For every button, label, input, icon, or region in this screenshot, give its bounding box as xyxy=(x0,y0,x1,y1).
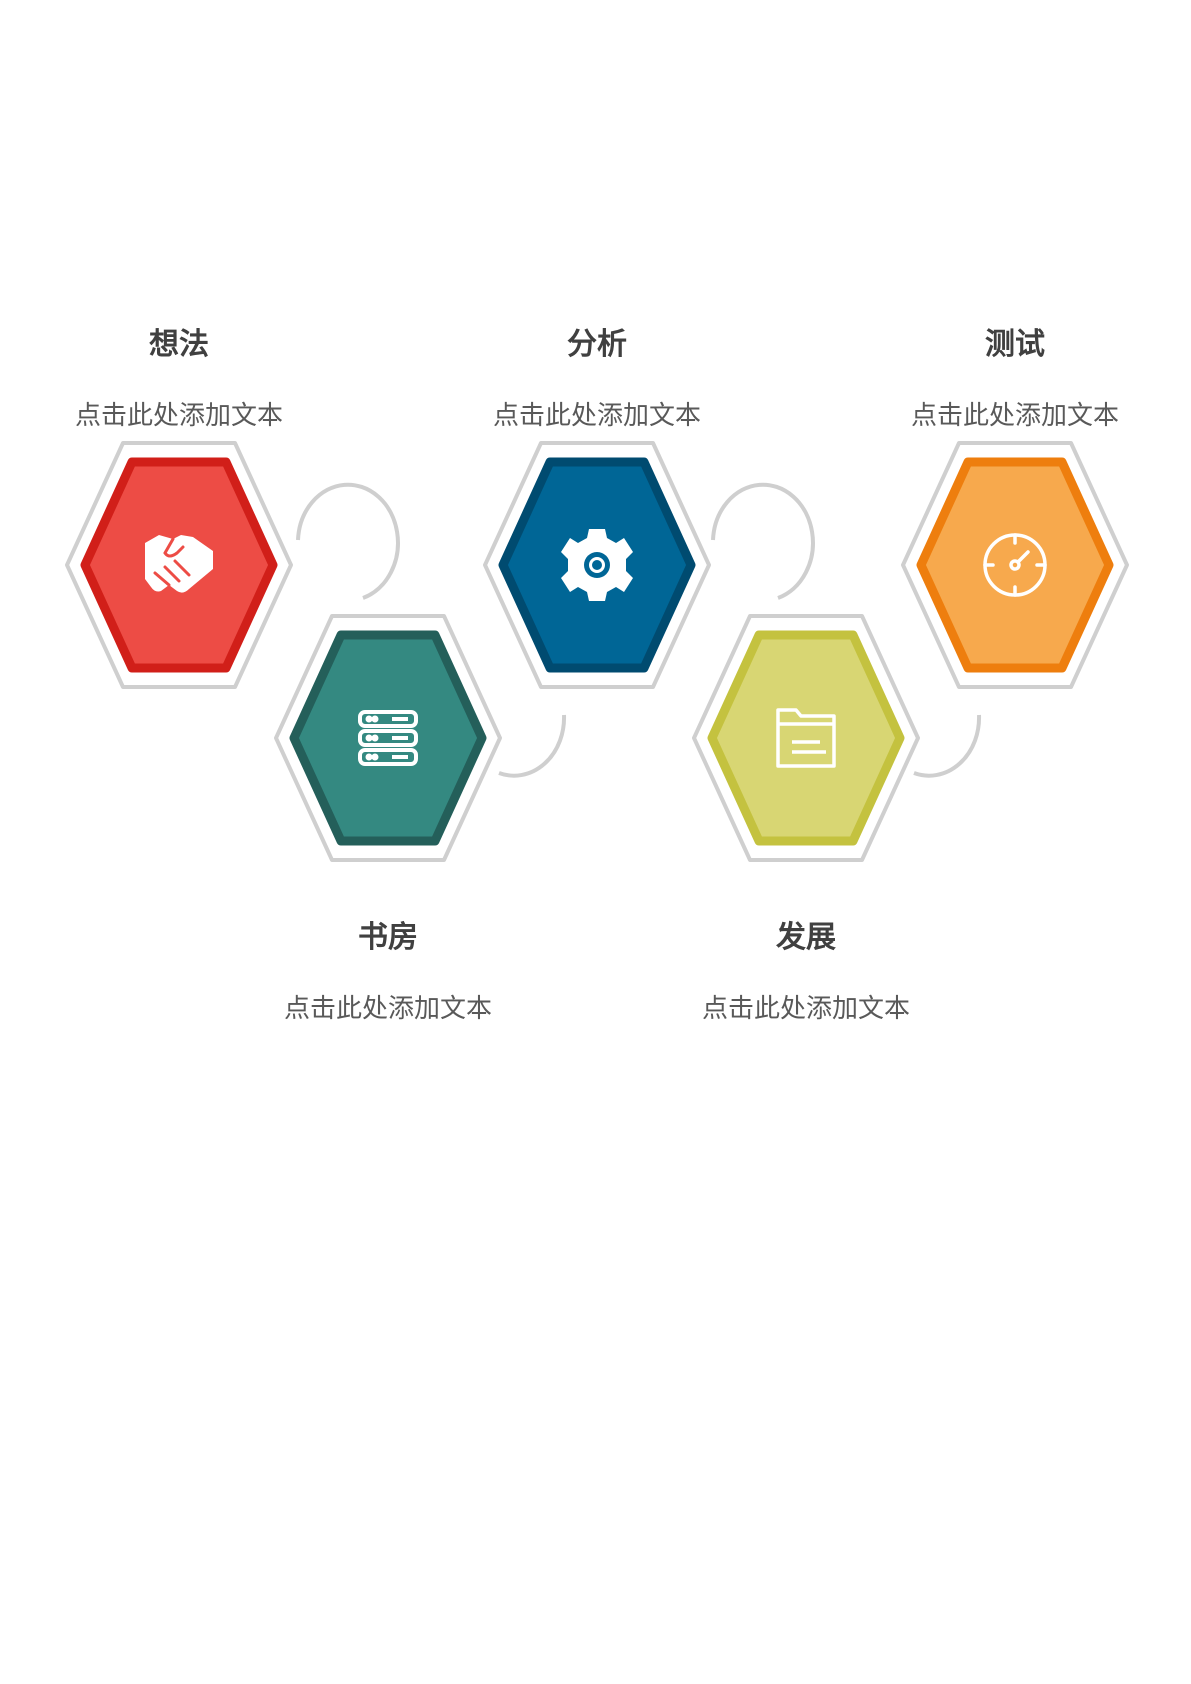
connectors xyxy=(296,482,982,778)
connector-develop-test xyxy=(913,714,982,778)
handshake-icon xyxy=(145,535,213,593)
step-desc-develop: 点击此处添加文本 xyxy=(701,994,910,1024)
hexagon-study xyxy=(274,614,502,862)
hexagon-idea xyxy=(65,441,293,689)
step-title-develop: 发展 xyxy=(776,920,836,955)
hexagon-analysis xyxy=(483,441,711,689)
server-icon xyxy=(358,710,418,766)
folder-icon xyxy=(776,708,836,768)
gauge-icon xyxy=(983,533,1047,597)
step-desc-idea: 点击此处添加文本 xyxy=(74,401,283,431)
hexagon-fill xyxy=(707,630,905,846)
connector-idea-study xyxy=(296,482,400,600)
step-desc-analysis: 点击此处添加文本 xyxy=(492,401,701,431)
hexagon-develop xyxy=(692,614,920,862)
step-title-analysis: 分析 xyxy=(567,327,627,362)
step-desc-study: 点击此处添加文本 xyxy=(283,994,492,1024)
connector-analysis-develop xyxy=(711,482,815,600)
step-desc-test: 点击此处添加文本 xyxy=(910,401,1119,431)
hexagon-test xyxy=(901,441,1129,689)
step-title-study: 书房 xyxy=(358,920,418,955)
gear-icon xyxy=(561,529,633,601)
connector-study-analysis xyxy=(498,714,567,778)
hexagon-fill xyxy=(289,630,487,846)
step-title-test: 测试 xyxy=(985,327,1045,362)
hexagon-fill xyxy=(916,457,1114,673)
step-title-idea: 想法 xyxy=(149,327,209,362)
